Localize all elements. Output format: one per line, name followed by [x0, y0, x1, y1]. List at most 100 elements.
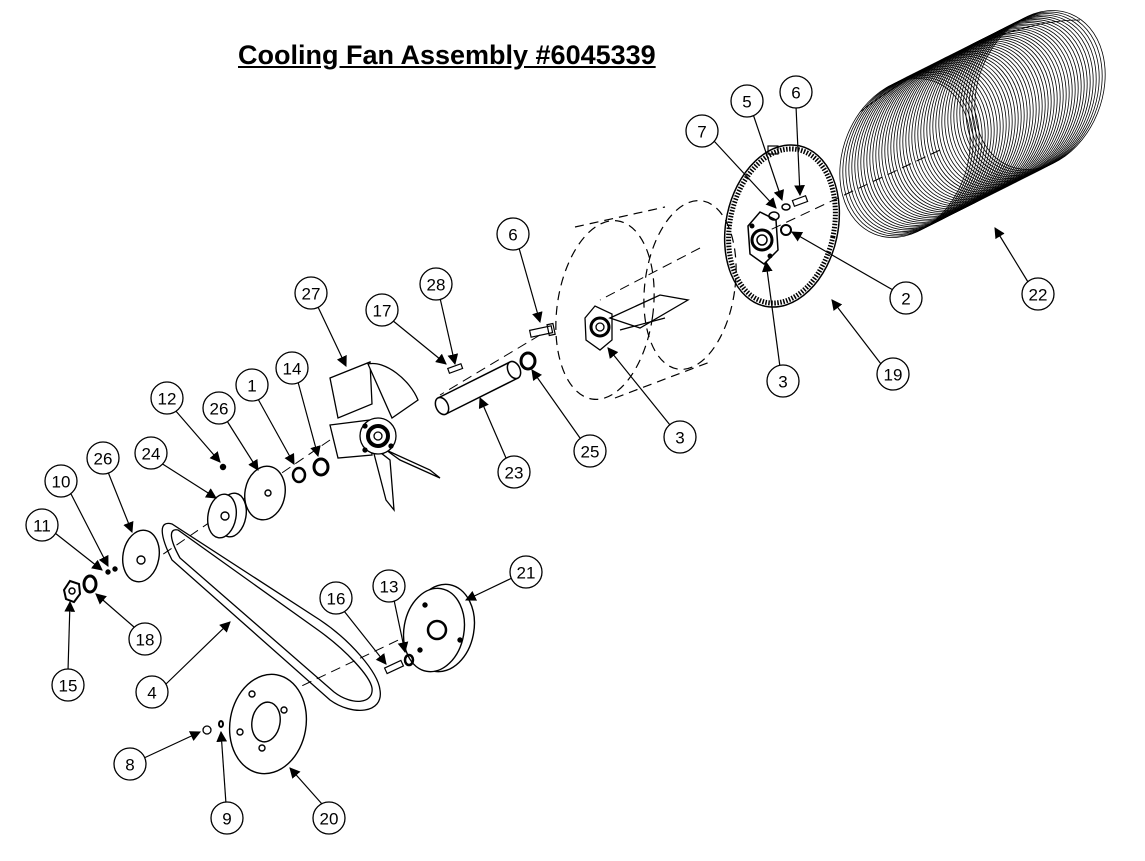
callout-22: 22 — [1021, 277, 1055, 311]
callout-number: 21 — [517, 564, 536, 583]
callout-balloon — [275, 351, 309, 385]
callout-16: 16 — [319, 581, 353, 615]
callout-leader-6 — [794, 105, 805, 197]
shroud-ring-part — [723, 144, 841, 308]
mount-plate-part-20 — [228, 673, 308, 775]
callout-number: 3 — [778, 373, 787, 392]
callout-number: 17 — [373, 302, 392, 321]
callout-number: 18 — [136, 631, 155, 650]
callout-balloon — [150, 381, 184, 415]
pulley-part-24 — [206, 463, 248, 539]
shaft-part — [434, 360, 522, 416]
callout-leader-23 — [478, 397, 507, 459]
callout-leader-28 — [439, 297, 459, 366]
callout-balloon — [1021, 277, 1055, 311]
callout-2: 2 — [889, 281, 923, 315]
callout-number: 6 — [508, 226, 517, 245]
callout-leader-10 — [69, 491, 109, 567]
callout-10: 10 — [44, 464, 78, 498]
callout-3: 3 — [663, 420, 697, 454]
callout-4: 4 — [135, 675, 169, 709]
disc-part-26-lower — [105, 529, 160, 583]
callout-12: 12 — [150, 381, 184, 415]
callout-number: 19 — [884, 366, 903, 385]
callout-number: 1 — [247, 377, 256, 396]
callout-leader-2 — [791, 231, 894, 291]
callout-leader-3 — [761, 260, 781, 368]
nut-washer-parts — [62, 574, 98, 604]
callout-leader-20 — [289, 767, 323, 805]
fan-housing-part — [555, 199, 737, 400]
callout-5: 5 — [730, 84, 764, 118]
callout-19: 19 — [876, 357, 910, 391]
callout-balloon — [889, 281, 923, 315]
callout-leader-4 — [165, 621, 231, 685]
flex-duct-part — [839, 10, 1106, 238]
callout-balloon — [134, 436, 168, 470]
callout-balloon — [663, 420, 697, 454]
callout-leader-5 — [752, 113, 785, 202]
callout-leader-26 — [107, 471, 134, 534]
callout-balloon — [365, 293, 399, 327]
hardware-washers-top-right — [768, 195, 809, 236]
callout-leader-25 — [531, 369, 581, 439]
callout-1: 1 — [235, 368, 269, 402]
callout-27: 27 — [294, 276, 328, 310]
callout-balloon — [86, 441, 120, 475]
callout-leader-1 — [257, 398, 295, 465]
pulley-part-21 — [402, 583, 476, 673]
bolt-part — [528, 322, 556, 338]
diagram-title: Cooling Fan Assembly #6045339 — [238, 40, 656, 70]
callout-number: 28 — [427, 276, 446, 295]
callout-number: 10 — [52, 473, 71, 492]
callout-number: 9 — [222, 810, 231, 829]
callout-balloon — [210, 801, 244, 835]
callout-balloon — [876, 357, 910, 391]
callout-3: 3 — [766, 364, 800, 398]
callout-number: 3 — [675, 429, 684, 448]
callout-11: 11 — [25, 508, 59, 542]
callout-leader-13 — [393, 599, 409, 654]
callout-balloon — [294, 276, 328, 310]
callout-number: 8 — [125, 756, 134, 775]
washer-parts-14-1 — [291, 457, 330, 484]
callout-balloon — [44, 464, 78, 498]
callout-balloon — [25, 508, 59, 542]
callout-28: 28 — [419, 267, 453, 301]
disc-part-26-upper — [244, 465, 286, 521]
callout-number: 26 — [94, 450, 113, 469]
callout-13: 13 — [372, 569, 406, 603]
callout-leader-9 — [216, 730, 228, 805]
callout-24: 24 — [134, 436, 168, 470]
callout-balloon — [202, 391, 236, 425]
callout-6: 6 — [779, 75, 813, 109]
callout-balloon — [128, 622, 162, 656]
callout-balloon — [51, 668, 85, 702]
assembly-centerline — [139, 149, 941, 721]
callout-balloon — [319, 581, 353, 615]
callout-leader-3 — [607, 347, 671, 426]
callout-number: 20 — [320, 810, 339, 829]
callout-balloon — [372, 569, 406, 603]
callout-15: 15 — [51, 668, 85, 702]
callout-number: 5 — [742, 93, 751, 112]
callout-number: 11 — [33, 517, 51, 536]
callout-number: 24 — [142, 445, 161, 464]
callout-balloon — [779, 75, 813, 109]
callout-balloon — [113, 747, 147, 781]
callout-leader-11 — [54, 532, 103, 571]
callout-balloon — [312, 801, 346, 835]
callout-number: 2 — [901, 290, 910, 309]
callout-balloon — [766, 364, 800, 398]
callout-18: 18 — [128, 622, 162, 656]
callout-leader-7 — [713, 140, 777, 209]
callout-9: 9 — [210, 801, 244, 835]
callout-balloon — [496, 217, 530, 251]
callout-21: 21 — [509, 555, 543, 589]
callout-number: 14 — [283, 360, 302, 379]
callout-number: 23 — [505, 464, 524, 483]
callout-14: 14 — [275, 351, 309, 385]
callout-balloon — [235, 368, 269, 402]
callout-8: 8 — [113, 747, 147, 781]
